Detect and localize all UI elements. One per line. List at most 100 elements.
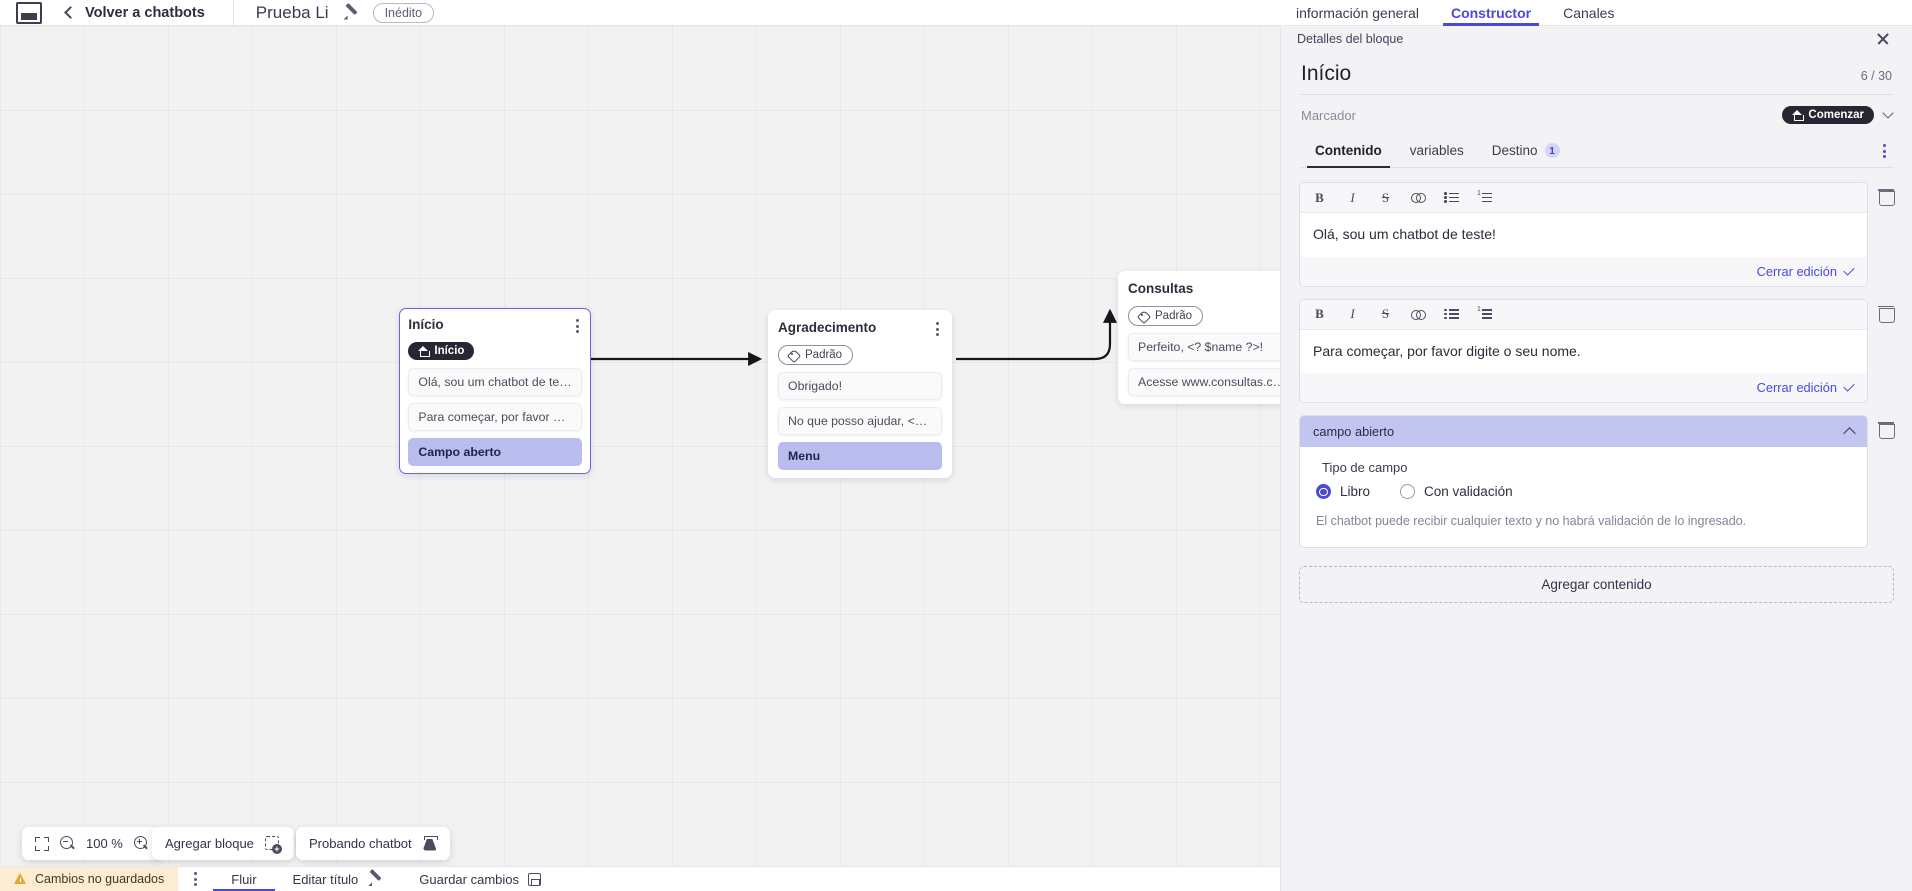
bullet-list-icon[interactable] xyxy=(1444,192,1459,204)
content-editor-list: B I S Olá, sou um chatbot de teste! Cerr… xyxy=(1299,168,1895,604)
node-title: Consultas xyxy=(1128,281,1194,296)
page-title: Início xyxy=(1301,62,1352,85)
flow-node-consultas[interactable]: Consultas Padrão Perfeito, <? $name ?>! … xyxy=(1118,271,1306,404)
footer-tab-fluir-label: Fluir xyxy=(231,871,257,887)
panel-header-label: Detalles del bloque xyxy=(1297,32,1404,46)
node-message-highlighted[interactable]: Campo aberto xyxy=(408,438,582,467)
node-header: Consultas xyxy=(1128,281,1296,299)
footer-tab-fluir[interactable]: Fluir xyxy=(213,867,275,891)
strikethrough-icon[interactable]: S xyxy=(1381,189,1390,205)
editor-text-value[interactable]: Para começar, por favor digite o seu nom… xyxy=(1300,329,1867,374)
close-icon[interactable] xyxy=(1876,32,1890,46)
flow-node-inicio[interactable]: Início Início Olá, sou um chatbot de tes… xyxy=(399,308,591,474)
editor-text-value[interactable]: Olá, sou um chatbot de teste! xyxy=(1300,213,1867,257)
marker-value-badge: Comenzar xyxy=(1782,106,1874,124)
bold-icon[interactable]: B xyxy=(1315,189,1324,205)
numbered-list-icon[interactable] xyxy=(1477,190,1492,204)
add-content-label: Agregar contenido xyxy=(1541,577,1652,593)
tag-icon xyxy=(1139,311,1150,321)
radio-libro-indicator xyxy=(1316,484,1331,500)
test-chatbot-button[interactable]: Probando chatbot xyxy=(296,827,450,860)
radio-libro-label: Libro xyxy=(1340,484,1371,500)
rich-text-editor[interactable]: B I S Olá, sou um chatbot de teste! Cerr… xyxy=(1299,182,1868,287)
node-message[interactable]: Para começar, por favor digite o ... xyxy=(408,403,582,432)
radio-con-validacion[interactable]: Con validación xyxy=(1400,484,1513,500)
field-help-text: El chatbot puede recibir cualquier texto… xyxy=(1316,514,1747,529)
save-changes-button[interactable]: Guardar cambios xyxy=(401,867,559,891)
warning-icon xyxy=(14,873,27,885)
edit-title-button[interactable]: Editar título xyxy=(275,867,402,891)
content-editor-item: B I S Olá, sou um chatbot de teste! Cerr… xyxy=(1299,182,1895,287)
campo-abierto-card: campo abierto Tipo de campo Libro xyxy=(1299,415,1868,549)
bullet-list-icon[interactable] xyxy=(1444,308,1459,320)
italic-icon[interactable]: I xyxy=(1350,306,1355,322)
add-block-button[interactable]: Agregar bloque xyxy=(152,827,294,860)
node-badge: Padrão xyxy=(778,345,854,365)
node-message[interactable]: Perfeito, <? $name ?>! xyxy=(1128,333,1296,361)
block-counter: 6 / 30 xyxy=(1860,69,1892,83)
editor-footer: Cerrar edición xyxy=(1300,256,1867,286)
link-icon[interactable] xyxy=(1411,192,1426,203)
node-menu-button[interactable] xyxy=(573,317,582,335)
chevron-up-icon[interactable] xyxy=(1843,427,1856,440)
link-icon[interactable] xyxy=(1411,309,1426,320)
campo-abierto-header[interactable]: campo abierto xyxy=(1300,416,1867,448)
node-badge: Início xyxy=(408,342,475,361)
field-block-item: campo abierto Tipo de campo Libro xyxy=(1299,415,1895,549)
close-edit-button[interactable]: Cerrar edición xyxy=(1756,380,1837,396)
node-message[interactable]: Olá, sou um chatbot de teste! xyxy=(408,368,582,397)
italic-icon[interactable]: I xyxy=(1350,189,1355,205)
tab-contenido-label: Contenido xyxy=(1315,143,1382,158)
tag-icon xyxy=(789,350,800,360)
footer-menu-button[interactable] xyxy=(178,872,213,886)
delete-content-button[interactable] xyxy=(1878,188,1895,206)
rich-text-editor[interactable]: B I S Para começar, por favor digite o s… xyxy=(1299,298,1868,404)
flask-icon xyxy=(423,835,438,852)
tab-destino-label: Destino xyxy=(1491,143,1538,158)
tab-constructor[interactable]: Constructor xyxy=(1435,0,1547,26)
zoom-in-icon[interactable] xyxy=(133,836,149,851)
node-title: Agradecimento xyxy=(778,320,877,335)
tab-informacion-general[interactable]: información general xyxy=(1296,4,1419,21)
app-logo[interactable] xyxy=(0,0,58,26)
tab-variables[interactable]: variables xyxy=(1396,135,1478,167)
flow-node-agradecimento[interactable]: Agradecimento Padrão Obrigado! No que po… xyxy=(768,310,952,478)
pencil-icon xyxy=(367,871,383,887)
chatbot-title: Prueba Li xyxy=(255,2,329,22)
check-icon xyxy=(1843,380,1855,393)
save-changes-label: Guardar cambios xyxy=(419,871,520,887)
test-chatbot-label: Probando chatbot xyxy=(309,836,412,851)
chatbot-title-group: Prueba Li Inédito xyxy=(234,0,435,26)
tab-canales[interactable]: Canales xyxy=(1563,4,1615,21)
tab-destino[interactable]: Destino 1 xyxy=(1478,135,1574,167)
block-title-row: Início 6 / 30 xyxy=(1299,52,1894,95)
edit-title-pencil-icon[interactable] xyxy=(343,5,359,21)
delete-field-button[interactable] xyxy=(1878,421,1895,440)
add-content-button[interactable]: Agregar contenido xyxy=(1299,566,1894,604)
delete-content-button[interactable] xyxy=(1878,305,1895,323)
marker-select[interactable]: Comenzar xyxy=(1782,106,1894,124)
back-to-chatbots-label: Volver a chatbots xyxy=(85,4,205,21)
node-menu-button[interactable] xyxy=(933,320,942,338)
unsaved-changes-label: Cambios no guardados xyxy=(35,872,165,886)
tab-contenido[interactable]: Contenido xyxy=(1301,135,1396,168)
radio-libro[interactable]: Libro xyxy=(1316,484,1371,500)
node-badge-label: Início xyxy=(434,345,465,358)
marker-value-label: Comenzar xyxy=(1808,109,1864,121)
zoom-out-icon[interactable] xyxy=(60,836,75,851)
numbered-list-icon[interactable] xyxy=(1477,306,1492,320)
campo-abierto-label: campo abierto xyxy=(1313,424,1395,440)
strikethrough-icon[interactable]: S xyxy=(1381,306,1390,322)
chevron-down-icon[interactable] xyxy=(1882,107,1894,119)
bold-icon[interactable]: B xyxy=(1315,306,1324,322)
node-title: Início xyxy=(408,317,444,333)
panel-more-menu-button[interactable] xyxy=(1877,144,1892,158)
node-message[interactable]: Acesse www.consultas.com par... xyxy=(1128,368,1296,396)
node-message[interactable]: Obrigado! xyxy=(778,372,942,400)
node-badge: Padrão xyxy=(1128,306,1204,326)
close-edit-button[interactable]: Cerrar edición xyxy=(1756,263,1837,279)
node-message[interactable]: No que posso ajudar, <? $name ... xyxy=(778,407,942,435)
back-to-chatbots-button[interactable]: Volver a chatbots xyxy=(58,0,205,26)
node-message-highlighted[interactable]: Menu xyxy=(778,442,942,470)
fit-screen-icon[interactable] xyxy=(35,836,49,851)
